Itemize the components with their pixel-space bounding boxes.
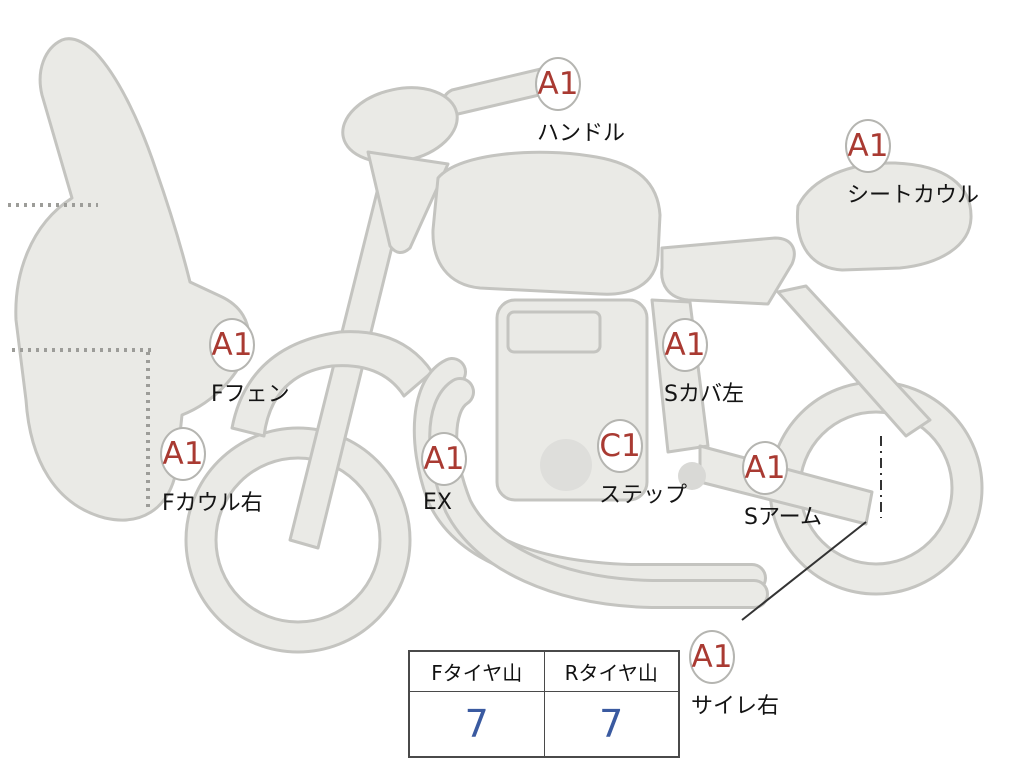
grade-text: C1: [599, 427, 641, 464]
grade-text: A1: [211, 326, 253, 363]
front-tire-header: Fタイヤ山: [408, 650, 545, 692]
part-name: シートカウル: [847, 183, 980, 208]
fuel-tank: [431, 150, 662, 296]
damage-label-handlebar: A1 ハンドル: [535, 57, 625, 147]
damage-label-seat-cowl: A1 シートカウル: [845, 119, 979, 209]
grade-badge: A1: [662, 318, 708, 372]
damage-label-step: C1 ステップ: [597, 419, 687, 509]
step-peg: [678, 462, 706, 490]
damage-label-front-fender: A1 Fフェン: [209, 318, 290, 408]
damage-label-swing-arm: A1 Sアーム: [742, 441, 822, 531]
damage-label-side-cover-left: A1 Sカバ左: [662, 318, 744, 408]
panel-split-lines: [8, 203, 155, 508]
grade-badge: A1: [160, 427, 206, 481]
grade-text: A1: [691, 638, 733, 675]
grade-badge: C1: [597, 419, 643, 473]
damage-label-silencer-right: A1 サイレ右: [689, 630, 779, 720]
front-tire-tread-value: 7: [408, 690, 545, 758]
grade-text: A1: [537, 65, 579, 102]
grade-text: A1: [744, 449, 786, 486]
part-name: Sアーム: [744, 505, 822, 530]
part-name: サイレ右: [691, 694, 780, 719]
rear-tire-header: Rタイヤ山: [543, 650, 680, 692]
airbox: [506, 310, 602, 354]
silencer-leader-lines: [741, 436, 882, 621]
part-name: ハンドル: [537, 121, 626, 146]
grade-badge: A1: [742, 441, 788, 495]
grade-text: A1: [162, 435, 204, 472]
grade-text: A1: [423, 440, 465, 477]
engine-cover: [540, 439, 592, 491]
tire-table-header-row: Fタイヤ山 Rタイヤ山: [408, 650, 680, 692]
grade-badge: A1: [535, 57, 581, 111]
front-cowl: [14, 37, 251, 522]
grade-badge: A1: [209, 318, 255, 372]
part-name: Fカウル右: [162, 491, 263, 516]
seat-base: [660, 236, 796, 306]
grade-text: A1: [847, 127, 889, 164]
grade-badge: A1: [689, 630, 735, 684]
part-name: Fフェン: [211, 382, 290, 407]
grade-badge: A1: [845, 119, 891, 173]
rear-tire-tread-value: 7: [543, 690, 680, 758]
part-name: EX: [423, 490, 452, 515]
exhaust-pipes: [412, 357, 769, 609]
damage-label-front-cowl-right: A1 Fカウル右: [160, 427, 263, 517]
fork-top: [366, 150, 450, 254]
tire-table-value-row: 7 7: [408, 690, 680, 758]
rear-frame-strut: [776, 284, 932, 438]
grade-badge: A1: [421, 432, 467, 486]
damage-label-exhaust: A1 EX: [421, 432, 467, 515]
grade-text: A1: [664, 326, 706, 363]
part-name: Sカバ左: [664, 382, 744, 407]
part-name: ステップ: [599, 483, 688, 508]
tire-tread-table: Fタイヤ山 Rタイヤ山 7 7: [408, 650, 680, 758]
